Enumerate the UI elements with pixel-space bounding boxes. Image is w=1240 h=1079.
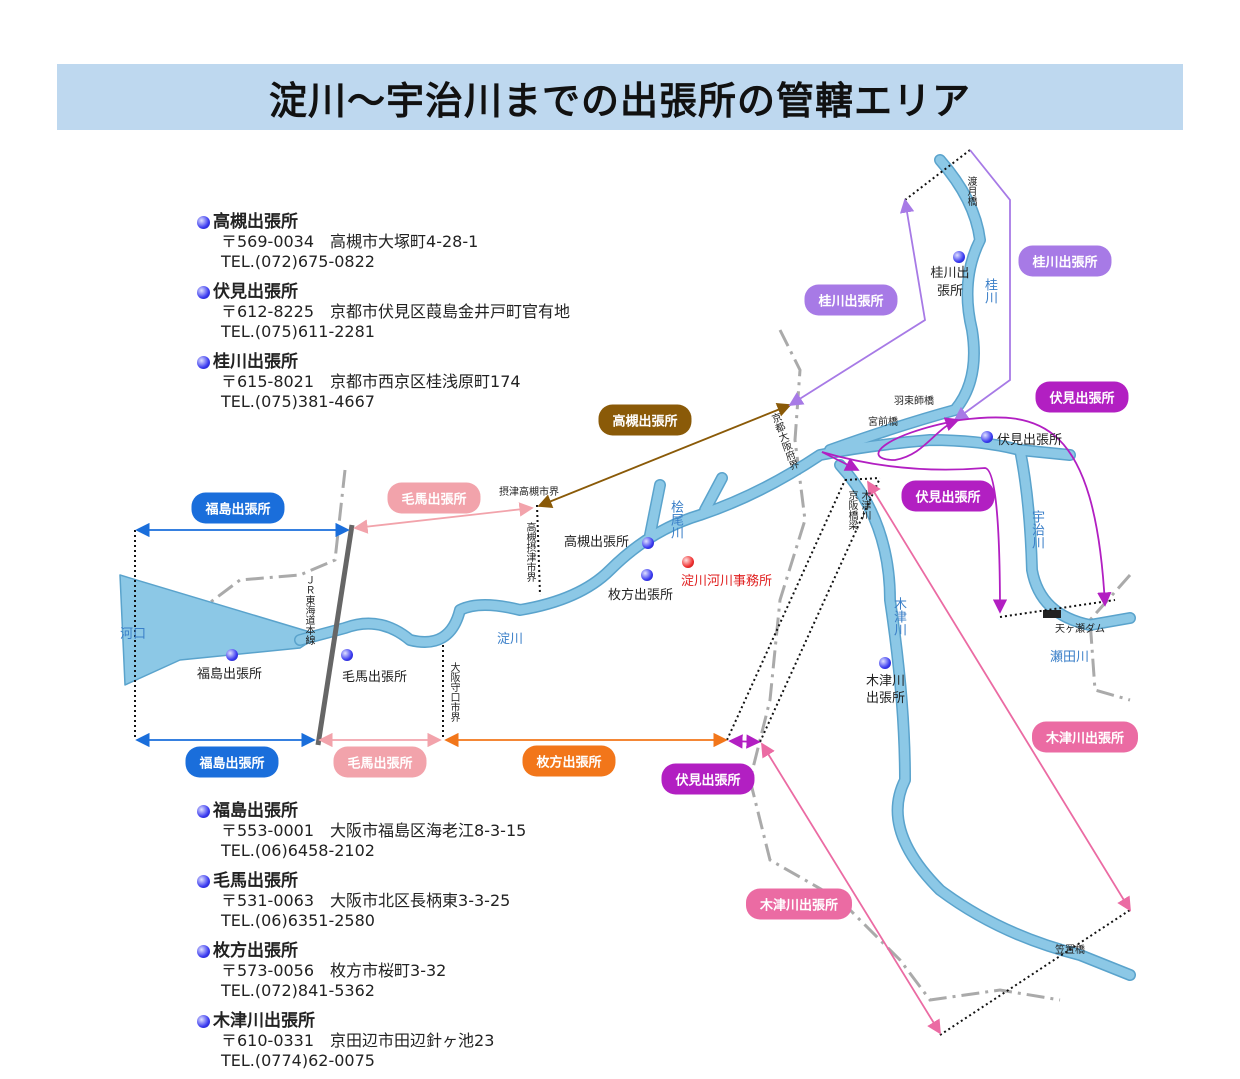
office-tel: TEL.(06)6458-2102 — [221, 841, 375, 860]
badge-fushimi: 伏見出張所 — [1035, 381, 1129, 413]
label-settsu-takatsuki: 摂津高槻市界 — [499, 487, 559, 498]
office-pin — [641, 569, 653, 581]
office-tel: TEL.(06)6351-2580 — [221, 911, 375, 930]
label-yodogawa-office: 淀川河川事務所 — [681, 574, 773, 589]
bullet-icon — [197, 1014, 210, 1028]
label-amagase-dam: 天ヶ瀬ダム — [1055, 624, 1105, 635]
badge-katsura: 桂川出張所 — [804, 284, 898, 316]
office-tel: TEL.(075)611-2281 — [221, 322, 375, 341]
bullet-icon — [197, 215, 210, 229]
office-name: 毛馬出張所 — [213, 871, 298, 891]
bullet-icon — [197, 804, 210, 818]
badge-kizugawa: 木津川出張所 — [745, 888, 853, 920]
office-address: 〒615-8021 京都市西京区桂浅原町174 — [221, 372, 521, 391]
page-title: 淀川～宇治川までの出張所の管轄エリア — [268, 78, 971, 123]
bullet-icon — [197, 355, 210, 369]
label-hirakata-office: 枚方出張所 — [608, 588, 674, 603]
label-miyamae-bridge: 宮前橋 — [868, 417, 898, 428]
badge-kizugawa: 木津川出張所 — [1031, 721, 1139, 753]
label-takatsuki-office: 高槻出張所 — [564, 535, 630, 550]
jr-railway — [315, 524, 355, 746]
badge-kema: 毛馬出張所 — [333, 746, 427, 778]
badge-katsura: 桂川出張所 — [1018, 245, 1112, 277]
bullet-icon — [197, 285, 210, 299]
badge-fushimi: 伏見出張所 — [661, 763, 755, 795]
office-address: 〒573-0056 枚方市桜町3-32 — [221, 961, 447, 980]
office-name: 桂川出張所 — [213, 352, 298, 372]
office-name: 木津川出張所 — [213, 1011, 315, 1031]
badge-fukushima: 福島出張所 — [191, 492, 285, 524]
label-kizugawa-small: 木津川 — [859, 490, 870, 520]
label-ujigawa: 宇治川 — [1029, 510, 1044, 549]
office-tel: TEL.(072)841-5362 — [221, 981, 375, 1000]
badge-kema: 毛馬出張所 — [387, 482, 481, 514]
label-hazukashi-bridge: 羽束師橋 — [894, 396, 934, 407]
bullet-icon — [197, 874, 210, 888]
office-name: 伏見出張所 — [213, 282, 298, 302]
office-pin — [341, 649, 353, 661]
label-fushimi-office: 伏見出張所 — [997, 433, 1063, 448]
label-setagawa: 瀬田川 — [1050, 650, 1090, 665]
office-address: 〒610-0331 京田辺市田辺針ヶ池23 — [221, 1031, 495, 1050]
badge-hirakata: 枚方出張所 — [522, 745, 616, 777]
label-takatsuki-settsu: 高槻摂津市界 — [524, 522, 535, 582]
office-pin — [981, 431, 993, 443]
badge-fukushima: 福島出張所 — [185, 746, 279, 778]
label-hiogawa: 桧尾川 — [668, 500, 683, 539]
office-address: 〒612-8225 京都市伏見区葭島金井戸町官有地 — [221, 302, 571, 321]
label-katsura-office: 桂川出張所 — [930, 266, 970, 299]
office-tel: TEL.(075)381-4667 — [221, 392, 375, 411]
office-pin — [226, 649, 238, 661]
office-address: 〒531-0063 大阪市北区長柄東3-3-25 — [221, 891, 511, 910]
label-jr-line: ＪＲ東海道本線 — [303, 575, 314, 645]
label-kema-office: 毛馬出張所 — [342, 670, 408, 685]
label-kizugawa-office: 木津川出張所 — [866, 674, 906, 706]
label-fukushima-office: 福島出張所 — [197, 667, 263, 682]
label-keihan-bridge: 京阪橋梁 — [846, 490, 857, 530]
office-tel: TEL.(0774)62-0075 — [221, 1051, 375, 1070]
office-name: 枚方出張所 — [213, 941, 298, 961]
label-kakou: 河口 — [120, 627, 147, 642]
bullet-icon — [197, 944, 210, 958]
label-osaka-moriguchi: 大阪守口市界 — [448, 662, 459, 722]
label-kasagi-bridge: 笠置橋 — [1055, 945, 1085, 956]
office-tel: TEL.(072)675-0822 — [221, 252, 375, 271]
office-pin — [879, 657, 891, 669]
label-kizugawa-river: 木津川 — [891, 597, 906, 636]
office-address: 〒569-0034 高槻市大塚町4-28-1 — [221, 232, 479, 251]
office-name: 福島出張所 — [213, 801, 298, 821]
title-bar: 淀川～宇治川までの出張所の管轄エリア — [57, 64, 1183, 130]
office-address: 〒553-0001 大阪市福島区海老江8-3-15 — [221, 821, 527, 840]
label-yodogawa: 淀川 — [497, 632, 524, 647]
badge-takatsuki: 高槻出張所 — [598, 404, 692, 436]
office-pin — [953, 251, 965, 263]
label-katsuragawa: 桂川 — [982, 278, 997, 304]
badge-fushimi: 伏見出張所 — [901, 480, 995, 512]
label-togetsu-bridge: 渡月橋 — [965, 176, 976, 206]
office-name: 高槻出張所 — [213, 212, 298, 232]
river-office-pin — [682, 556, 694, 568]
office-pin — [642, 537, 654, 549]
range-arrows — [135, 149, 1131, 1035]
